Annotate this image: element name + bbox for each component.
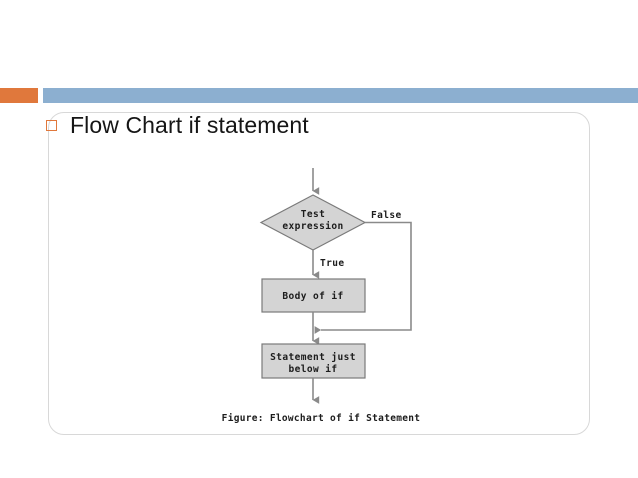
- square-bullet-icon: [46, 119, 57, 131]
- flowchart-svg: Test expression True False Body of if St…: [222, 168, 421, 424]
- figure-caption: Figure: Flowchart of if Statement: [222, 413, 421, 424]
- edge-label-false: False: [371, 210, 402, 221]
- node-statement-below-if-label-line1: Statement just: [270, 352, 356, 363]
- node-statement-below-if: [261, 343, 366, 379]
- accent-bar-blue: [43, 88, 638, 103]
- node-body-of-if: [261, 278, 366, 313]
- edge-test-to-after-false: [314, 221, 412, 334]
- page-title: Flow Chart if statement: [70, 111, 309, 138]
- node-test-expression-label-line1: Test: [301, 209, 325, 220]
- edge-label-true: True: [320, 258, 344, 269]
- node-body-of-if-label: Body of if: [282, 291, 343, 302]
- title-row: Flow Chart if statement: [46, 108, 466, 142]
- accent-bar-orange: [0, 88, 38, 103]
- node-statement-below-if-label-line2: below if: [289, 364, 338, 375]
- node-test-expression-label-line2: expression: [282, 221, 343, 232]
- flowchart-diagram: Test expression True False Body of if St…: [48, 112, 590, 435]
